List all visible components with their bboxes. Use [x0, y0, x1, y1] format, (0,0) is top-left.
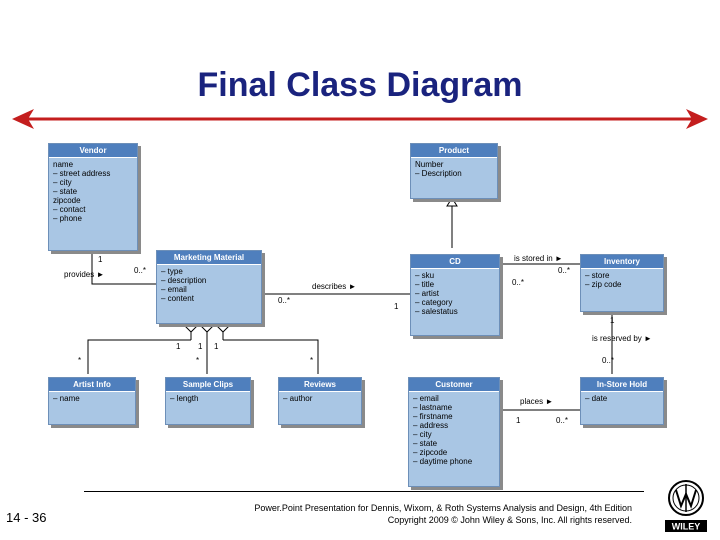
class-marketing-material: Marketing Material – type – description …	[156, 250, 262, 324]
multiplicity-customer: 1	[516, 416, 521, 425]
multiplicity-reviews: *	[310, 356, 314, 365]
class-attr: – date	[585, 394, 608, 403]
class-product: Product Number – Description	[410, 143, 498, 199]
multiplicity-sample: *	[196, 356, 200, 365]
aggregation-lines	[87, 332, 319, 374]
class-attr: – email	[413, 394, 439, 403]
class-attr: – category	[415, 298, 453, 307]
vendor-marketing-line	[91, 250, 156, 285]
multiplicity-hold: 0..*	[602, 356, 615, 365]
class-customer-attrs: – email – lastname – firstname – address…	[409, 392, 499, 468]
class-in-store-hold: In-Store Hold – date	[580, 377, 664, 425]
class-sample-name: Sample Clips	[166, 378, 250, 392]
class-attr: zipcode	[53, 196, 81, 205]
class-attr: – zip code	[585, 280, 622, 289]
footer-line-1: Power.Point Presentation for Dennis, Wix…	[254, 503, 632, 513]
wiley-logo-text: WILEY	[672, 522, 701, 532]
class-instore-attrs: – date	[581, 392, 663, 405]
class-reviews: Reviews – author	[278, 377, 362, 425]
class-attr: – sku	[415, 271, 435, 280]
class-attr: – daytime phone	[413, 457, 473, 466]
class-attr: – name	[53, 394, 80, 403]
wiley-logo: WILEY	[665, 480, 707, 532]
class-attr: – length	[170, 394, 199, 403]
class-marketing-attrs: – type – description – email – content	[157, 265, 261, 305]
class-artist-name: Artist Info	[49, 378, 135, 392]
multiplicity-aggregation-1: 1	[176, 342, 181, 351]
multiplicity-describes: 0..*	[278, 296, 291, 305]
class-inventory-name: Inventory	[581, 255, 663, 269]
class-attr: – city	[53, 178, 72, 187]
slide-number: 14 - 36	[6, 510, 47, 525]
class-attr: – phone	[53, 214, 82, 223]
class-cd: CD – sku – title – artist – category – s…	[410, 254, 500, 336]
multiplicity-aggregation-2: 1	[198, 342, 203, 351]
class-attr: – zipcode	[413, 448, 448, 457]
class-artist-info: Artist Info – name	[48, 377, 136, 425]
aggregation-diamond-artist	[185, 321, 197, 333]
class-product-attrs: Number – Description	[411, 158, 497, 180]
multiplicity-inventory-one: 1	[610, 316, 615, 325]
class-attr: – lastname	[413, 403, 453, 412]
class-product-name: Product	[411, 144, 497, 158]
class-reviews-name: Reviews	[279, 378, 361, 392]
aggregation-diamond-sample	[201, 321, 213, 333]
multiplicity-marketing: 0..*	[134, 266, 147, 275]
class-attr: Number	[415, 160, 444, 169]
multiplicity-places: 0..*	[556, 416, 569, 425]
class-attr: – title	[415, 280, 435, 289]
association-is-stored-in: is stored in ►	[514, 254, 563, 263]
class-artist-attrs: – name	[49, 392, 135, 405]
class-attr: – contact	[53, 205, 86, 214]
footer-credits: Power.Point Presentation for Dennis, Wix…	[172, 502, 632, 526]
multiplicity-artist: *	[78, 356, 82, 365]
class-attr: – description	[161, 276, 207, 285]
association-describes: describes ►	[312, 282, 357, 291]
title-double-arrow	[12, 109, 708, 129]
association-is-reserved-by: is reserved by ►	[592, 334, 652, 343]
aggregation-diamond-reviews	[217, 321, 229, 333]
class-sample-attrs: – length	[166, 392, 250, 405]
class-attr: – address	[413, 421, 449, 430]
association-places: places ►	[520, 397, 554, 406]
class-marketing-name: Marketing Material	[157, 251, 261, 265]
multiplicity-inventory: 0..*	[558, 266, 571, 275]
class-attr: – email	[161, 285, 187, 294]
class-attr: – state	[53, 187, 78, 196]
class-vendor-name: Vendor	[49, 144, 137, 158]
multiplicity-aggregation-3: 1	[214, 342, 219, 351]
class-attr: – author	[283, 394, 313, 403]
class-reviews-attrs: – author	[279, 392, 361, 405]
slide-title: Final Class Diagram	[197, 66, 523, 104]
class-attr: – type	[161, 267, 183, 276]
class-customer-name: Customer	[409, 378, 499, 392]
class-attr: – city	[413, 430, 432, 439]
class-vendor-attrs: name – street address – city – state zip…	[49, 158, 137, 225]
class-attr: – street address	[53, 169, 111, 178]
footer-divider	[84, 491, 644, 492]
multiplicity-cd-inventory: 0..*	[512, 278, 525, 287]
class-attr: name	[53, 160, 74, 169]
class-sample-clips: Sample Clips – length	[165, 377, 251, 425]
class-attr: – salestatus	[415, 307, 458, 316]
class-inventory: Inventory – store – zip code	[580, 254, 664, 312]
class-cd-attrs: – sku – title – artist – category – sale…	[411, 269, 499, 318]
class-attr: – Description	[415, 169, 462, 178]
class-customer: Customer – email – lastname – firstname …	[408, 377, 500, 487]
association-provides: provides ►	[64, 270, 105, 279]
class-attr: – firstname	[413, 412, 453, 421]
class-attr: – store	[585, 271, 610, 280]
generalization-arrowhead	[446, 197, 458, 207]
class-instore-name: In-Store Hold	[581, 378, 663, 392]
footer-line-2: Copyright 2009 © John Wiley & Sons, Inc.…	[387, 515, 632, 525]
class-inventory-attrs: – store – zip code	[581, 269, 663, 291]
class-attr: – artist	[415, 289, 440, 298]
class-cd-name: CD	[411, 255, 499, 269]
class-attr: – content	[161, 294, 194, 303]
multiplicity-vendor: 1	[98, 255, 103, 264]
multiplicity-cd: 1	[394, 302, 399, 311]
class-attr: – state	[413, 439, 438, 448]
class-vendor: Vendor name – street address – city – st…	[48, 143, 138, 251]
